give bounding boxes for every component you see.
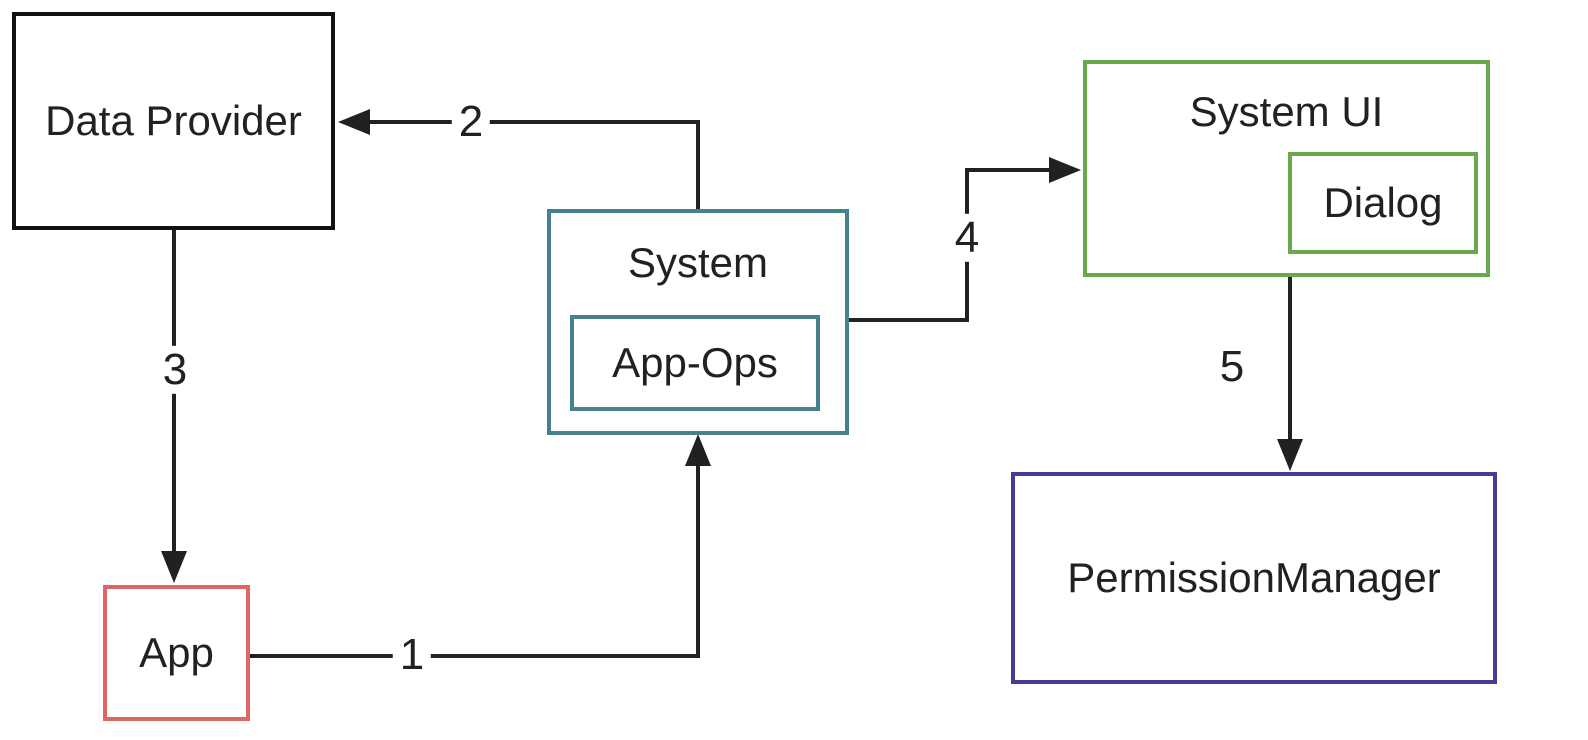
node-data-provider-label: Data Provider — [45, 97, 302, 144]
edge-label-5: 5 — [1212, 342, 1252, 392]
arrowhead-right-icon — [1049, 157, 1081, 183]
edge-label-2: 2 — [451, 97, 491, 147]
edge-label-3: 3 — [155, 345, 195, 395]
edge-label-4: 4 — [947, 213, 987, 263]
arrow-data-provider-to-app — [161, 230, 187, 583]
node-permission-manager-label: PermissionManager — [1067, 554, 1441, 601]
arrowhead-up-icon — [685, 434, 711, 466]
arrowhead-down-icon — [1277, 439, 1303, 471]
node-system-label: System — [627, 239, 769, 286]
arrow-system-ui-to-permission-manager — [1277, 277, 1303, 471]
node-dialog: Dialog — [1288, 152, 1478, 254]
arrow-app-to-system — [249, 434, 711, 658]
node-app-label: App — [139, 629, 214, 676]
arrowhead-down-icon — [161, 551, 187, 583]
node-app-ops-label: App-Ops — [612, 339, 778, 386]
node-app-ops: App-Ops — [570, 315, 820, 411]
node-system-ui-label: System UI — [1189, 88, 1384, 135]
node-app: App — [103, 585, 250, 721]
node-permission-manager: PermissionManager — [1011, 472, 1497, 684]
arrow-system-to-data-provider — [338, 109, 700, 209]
node-dialog-label: Dialog — [1323, 179, 1443, 226]
edge-label-1: 1 — [392, 630, 432, 680]
node-data-provider: Data Provider — [12, 12, 335, 230]
arrowhead-left-icon — [338, 109, 370, 135]
